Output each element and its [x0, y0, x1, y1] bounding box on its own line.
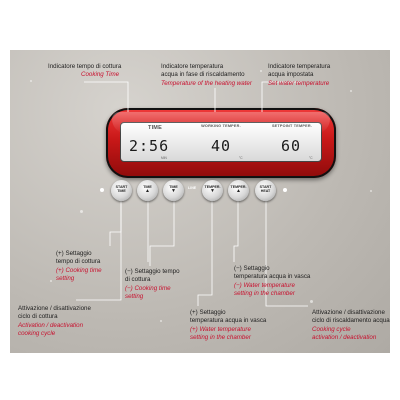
- line-label: LINE: [188, 186, 197, 190]
- temp-down-button[interactable]: TEMPER. ▼: [202, 180, 223, 201]
- water-temp-minus-note: (−) Settaggio temperatura acqua in vasca…: [234, 265, 310, 299]
- note-text: Indicatore temperatura: [161, 63, 224, 70]
- note-translation: (−) Cooking time: [125, 284, 171, 292]
- note-text: (−) Settaggio: [234, 265, 270, 272]
- speck: [50, 280, 52, 282]
- cooking-time-plus-note: (+) Settaggio tempo di cottura (+) Cooki…: [56, 250, 102, 284]
- note-translation: setting: [125, 293, 144, 301]
- note-translation: Set water temperature: [268, 79, 330, 87]
- cooking-time-indicator-note: Indicatore tempo di cottura Cooking Time: [48, 63, 121, 80]
- note-text: Attivazione / disattivazione: [312, 309, 385, 316]
- note-text: Attivazione / disattivazione: [18, 305, 91, 312]
- control-panel-background: TIME WORKING TEMPER. SETPOINT TEMPER. 2:…: [10, 50, 390, 353]
- temp-up-button[interactable]: TEMPER. ▲: [228, 180, 249, 201]
- note-text: temperatura acqua in vasca: [190, 317, 267, 325]
- note-text: (+) Settaggio: [190, 309, 226, 316]
- note-text: tempo di cottura: [56, 258, 101, 266]
- setpoint-temp-unit: °C: [309, 156, 313, 160]
- note-text: ciclo di cottura: [18, 313, 58, 321]
- time-down-label: TIME: [169, 185, 178, 189]
- start-heat-button[interactable]: START HEAT: [255, 180, 276, 201]
- time-value: 2:56: [129, 137, 170, 155]
- speck: [80, 210, 83, 213]
- working-temp-unit: °C: [239, 156, 243, 160]
- note-text: acqua impostata: [268, 71, 314, 79]
- speck: [370, 190, 372, 192]
- note-translation: (+) Water temperature: [190, 325, 251, 333]
- note-translation: (−) Water temperature: [234, 281, 295, 289]
- time-up-label: TIME: [143, 185, 152, 189]
- note-translation: setting: [56, 275, 75, 283]
- note-translation: Cooking cycle: [312, 325, 351, 333]
- note-text: (+) Settaggio: [56, 250, 92, 257]
- heating-water-indicator-note: Indicatore temperatura acqua in fase di …: [161, 63, 252, 88]
- setpoint-temp-value: 60: [281, 137, 302, 155]
- note-text: (−) Settaggio tempo: [125, 268, 180, 275]
- indicator-dot-right: [283, 188, 287, 192]
- cooking-cycle-activation-note: Attivazione / disattivazione ciclo di co…: [18, 305, 91, 339]
- cooking-time-minus-note: (−) Settaggio tempo di cottura (−) Cooki…: [125, 268, 180, 302]
- note-translation: cooking cycle: [18, 330, 56, 338]
- arrow-down-icon: ▼: [171, 188, 176, 194]
- note-translation: setting in the chamber: [190, 334, 251, 342]
- temp-up-label: TEMPER.: [230, 185, 247, 189]
- speck: [260, 70, 262, 72]
- time-down-button[interactable]: TIME ▼: [163, 180, 184, 201]
- start-heat-label: START HEAT: [259, 185, 272, 193]
- note-text: di cottura: [125, 276, 151, 284]
- indicator-dot-left: [100, 188, 104, 192]
- speck: [160, 320, 162, 322]
- arrow-up-icon: ▲: [236, 188, 241, 194]
- speck: [30, 80, 32, 82]
- start-time-button[interactable]: START TIME: [111, 180, 132, 201]
- note-text: temperatura acqua in vasca: [234, 273, 311, 281]
- speck: [310, 300, 313, 303]
- note-text: Indicatore tempo di cottura: [48, 63, 122, 70]
- temp-down-label: TEMPER.: [204, 185, 221, 189]
- note-translation: Cooking Time: [81, 71, 120, 79]
- note-text: ciclo di riscaldamento acqua: [312, 317, 390, 325]
- water-temp-plus-note: (+) Settaggio temperatura acqua in vasca…: [190, 309, 266, 343]
- start-time-label: START TIME: [115, 185, 128, 193]
- note-translation: Activation / deactivation: [18, 321, 84, 329]
- time-unit: MIN: [161, 156, 167, 160]
- speck: [350, 90, 352, 92]
- note-text: Indicatore temperatura: [268, 63, 331, 70]
- set-water-indicator-note: Indicatore temperatura acqua impostata S…: [268, 63, 330, 88]
- note-translation: setting in the chamber: [234, 290, 295, 298]
- time-up-button[interactable]: TIME ▲: [137, 180, 158, 201]
- arrow-up-icon: ▲: [145, 188, 150, 194]
- control-unit: TIME WORKING TEMPER. SETPOINT TEMPER. 2:…: [106, 108, 336, 178]
- note-translation: activation / deactivation: [312, 334, 377, 342]
- note-translation: (+) Cooking time: [56, 266, 102, 274]
- note-text: acqua in fase di riscaldamento: [161, 71, 245, 79]
- arrow-down-icon: ▼: [210, 188, 215, 194]
- working-temp-value: 40: [211, 137, 232, 155]
- note-translation: Temperature of the heating water: [161, 79, 252, 87]
- heating-cycle-activation-note: Attivazione / disattivazione ciclo di ri…: [312, 309, 390, 343]
